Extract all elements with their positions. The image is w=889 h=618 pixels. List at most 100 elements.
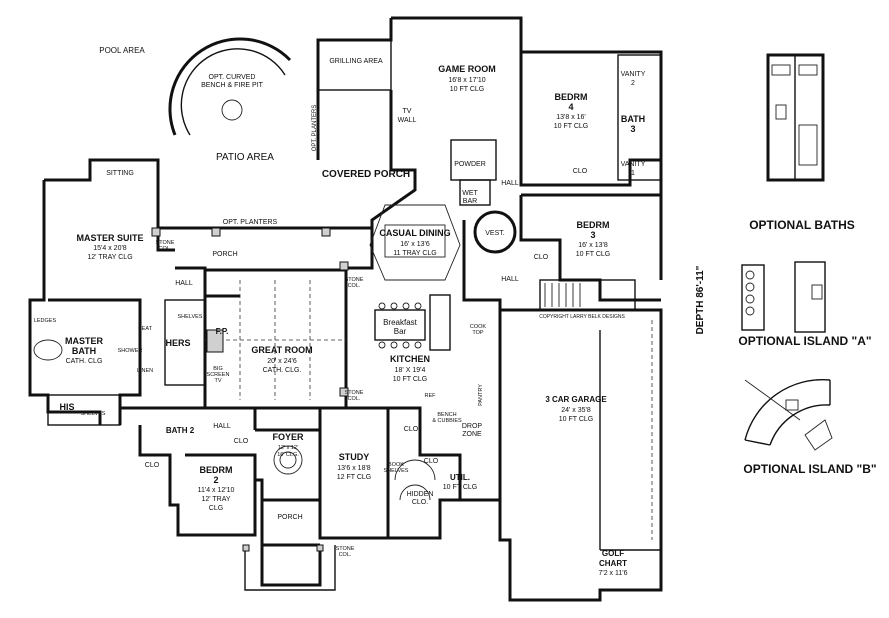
- big-screen-label-1: BIG: [213, 366, 222, 372]
- master-bath-tub: [33, 339, 63, 361]
- golf-chart-size: 7'2 x 11'6: [598, 570, 627, 577]
- study-stair: [394, 459, 436, 501]
- covered-porch-label: COVERED PORCH: [322, 169, 410, 180]
- clo-bed2-label: CLO: [145, 462, 160, 469]
- great-room-ceiling: CATH. CLG.: [263, 367, 302, 374]
- casual-dining-ceiling: 11 TRAY CLG: [393, 250, 436, 257]
- cook-top-label-1: COOK: [470, 324, 487, 330]
- porch-mid-label: PORCH: [212, 251, 237, 258]
- bedrm2-ceiling2: CLG: [209, 505, 223, 512]
- shower-label: SHOWER: [118, 348, 143, 354]
- porch-front-label: PORCH: [277, 514, 302, 521]
- stone-col-3-label-1: STONE: [345, 390, 364, 396]
- stone-col-3-label-2: COL.: [348, 396, 361, 402]
- opt-planters-label: OPT. PLANTERS: [223, 219, 278, 226]
- tv-wall-label-1: TV: [403, 108, 412, 115]
- vest-label: VEST.: [485, 230, 505, 237]
- tv-wall-label-2: WALL: [398, 117, 417, 124]
- fp-label: F.P.: [216, 327, 229, 336]
- stone-col-4-label-2: COL.: [339, 552, 352, 558]
- hall-master-label: HALL: [175, 280, 193, 287]
- study-size: 13'6 x 18'8: [337, 465, 371, 472]
- drop-zone-label-2: ZONE: [462, 431, 482, 438]
- depth-dimension: DEPTH 86'-11": [695, 265, 706, 334]
- patio-area-label: PATIO AREA: [216, 152, 274, 163]
- foyer-round-table: [273, 445, 303, 475]
- walls: [28, 16, 663, 602]
- bedrm3-size: 16' x 13'8: [578, 242, 608, 249]
- bedrm3-num: 3: [590, 230, 595, 240]
- opt-planters-vertical-label: OPT. PLANTERS: [312, 105, 318, 152]
- clo-hall-label: CLO: [234, 438, 249, 445]
- hidden-clo-label-2: CLO.: [412, 499, 428, 506]
- room-labels: POOL AREA OPT. CURVED BENCH & FIRE PIT G…: [34, 46, 706, 577]
- hers-label: HERS: [165, 338, 190, 348]
- bench-cubbies-label-1: BENCH: [437, 412, 456, 418]
- foyer-ceiling: 16' CLG.: [277, 452, 299, 458]
- optional-island-b-label: OPTIONAL ISLAND "B": [743, 462, 876, 476]
- kitchen-size: 18' X 19'4: [395, 367, 426, 374]
- bench-cubbies-label-2: & CUBBIES: [432, 418, 462, 424]
- bedrm4-size: 13'8 x 16': [556, 114, 586, 121]
- bath2-label: BATH 2: [166, 426, 195, 435]
- cook-top-label-2: TOP: [472, 330, 484, 336]
- garage-name: 3 CAR GARAGE: [545, 395, 607, 404]
- foyer-name: FOYER: [272, 432, 304, 442]
- stone-columns: [151, 227, 349, 552]
- master-suite-name: MASTER SUITE: [76, 233, 143, 243]
- optional-baths-label: OPTIONAL BATHS: [749, 218, 855, 232]
- game-room-name: GAME ROOM: [438, 64, 496, 74]
- casual-dining-table: [369, 204, 461, 281]
- optional-island-b-diagram: [744, 378, 833, 451]
- hall-lower-label: HALL: [213, 423, 231, 430]
- foyer-size: 12' x 12': [278, 445, 298, 451]
- drop-zone-label-1: DROP: [462, 423, 483, 430]
- shelves-his-label: SHELVES: [81, 411, 106, 417]
- master-suite-size: 15'4 x 20'8: [93, 245, 127, 252]
- bedrm2-name: BEDRM: [200, 465, 233, 475]
- vanity2-label-2: 2: [631, 80, 635, 87]
- bedrm3-ceiling: 10 FT CLG: [576, 251, 611, 258]
- master-bath-name: MASTER: [65, 336, 104, 346]
- wet-bar-label-2: BAR: [463, 198, 477, 205]
- bedrm2-size: 11'4 x 12'10: [198, 487, 235, 494]
- bedrm4-name: BEDRM: [555, 92, 588, 102]
- study-ceiling: 12 FT CLG: [337, 474, 372, 481]
- master-suite-ceiling: 12' TRAY CLG: [87, 254, 132, 261]
- clo-bed4-label: CLO: [573, 168, 588, 175]
- vanity2-label-1: VANITY: [621, 71, 646, 78]
- util-ceiling: 10 FT CLG: [443, 484, 478, 491]
- bath3-label-2: 3: [630, 124, 635, 134]
- bedrm2-num: 2: [213, 475, 218, 485]
- pool-area-label: POOL AREA: [99, 46, 145, 55]
- clo-bed3-label: CLO: [534, 254, 549, 261]
- master-bath-ceiling: CATH. CLG: [66, 358, 103, 365]
- book-shelves-label-2: SHELVES: [384, 468, 409, 474]
- book-shelves-label-1: BOOK: [388, 462, 404, 468]
- garage-ceiling: 10 FT CLG: [559, 416, 594, 423]
- curved-bench-fire-pit: [168, 37, 292, 136]
- clo-study-label: CLO: [404, 426, 419, 433]
- stone-col-4-label-1: STONE: [336, 546, 355, 552]
- pantry-label: PANTRY: [478, 384, 484, 406]
- fire-pit-label-1: OPT. CURVED: [209, 74, 256, 81]
- great-room-name: GREAT ROOM: [251, 345, 312, 355]
- bath3-label-1: BATH: [621, 114, 645, 124]
- great-room-details: [205, 280, 346, 400]
- bedrm4-num: 4: [568, 102, 573, 112]
- seat-label: SEAT: [138, 326, 153, 332]
- kitchen-island: [374, 294, 451, 351]
- game-room-ceiling: 10 FT CLG: [450, 86, 485, 93]
- fire-pit-label-2: BENCH & FIRE PIT: [201, 82, 264, 89]
- study-name: STUDY: [339, 452, 370, 462]
- util-name: UTIL.: [450, 473, 470, 482]
- optional-island-a-diagram: [741, 261, 826, 333]
- kitchen-name: KITCHEN: [390, 354, 430, 364]
- bedrm2-ceiling: 12' TRAY: [201, 496, 230, 503]
- vanity1-label-2: 1: [631, 170, 635, 177]
- casual-dining-name: CASUAL DINING: [379, 228, 450, 238]
- grilling-area-label: GRILLING AREA: [329, 58, 383, 65]
- breakfast-bar-label-1: Breakfast: [383, 318, 418, 327]
- shelves-master-label: SHELVES: [178, 314, 203, 320]
